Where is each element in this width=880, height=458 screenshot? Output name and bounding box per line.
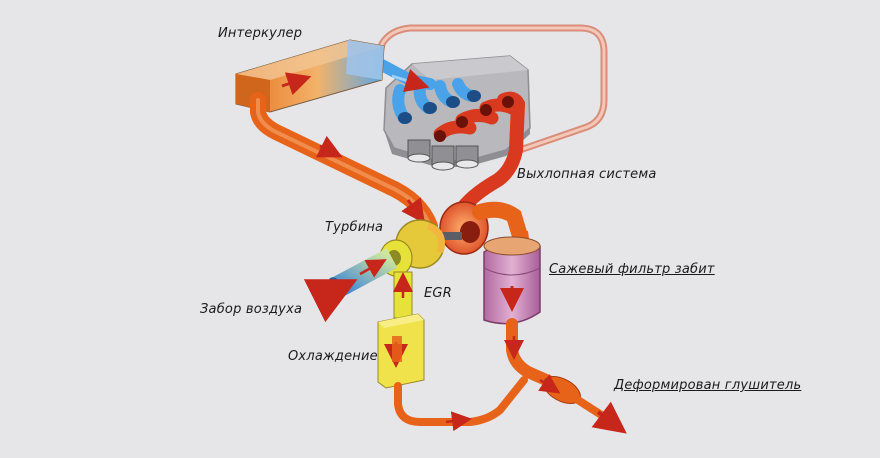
label-intercooler: Интеркулер bbox=[218, 26, 303, 41]
label-turbine: Турбина bbox=[325, 220, 384, 235]
turbo-shaft bbox=[432, 232, 462, 240]
label-exhaust-system: Выхлопная система bbox=[517, 167, 657, 182]
charge-air-pipe bbox=[250, 92, 438, 234]
label-air-intake: Забор воздуха bbox=[200, 302, 303, 317]
exhaust-manifold bbox=[433, 91, 526, 219]
egr-cooler bbox=[377, 313, 425, 389]
cylinders bbox=[407, 139, 479, 171]
air-intake-pipe bbox=[303, 248, 398, 323]
turbine-housing bbox=[439, 201, 528, 255]
tail-pipe bbox=[504, 318, 627, 434]
label-muffler: Деформирован глушитель bbox=[614, 378, 802, 393]
intercooler bbox=[235, 39, 385, 113]
label-cooling: Охлаждение bbox=[288, 349, 378, 364]
egr-valve bbox=[393, 271, 413, 319]
soot-filter bbox=[483, 236, 541, 325]
intake-manifold bbox=[374, 58, 481, 124]
label-soot-filter: Сажевый фильтр забит bbox=[549, 262, 715, 277]
return-pipe bbox=[394, 376, 528, 426]
label-egr: EGR bbox=[424, 286, 452, 301]
